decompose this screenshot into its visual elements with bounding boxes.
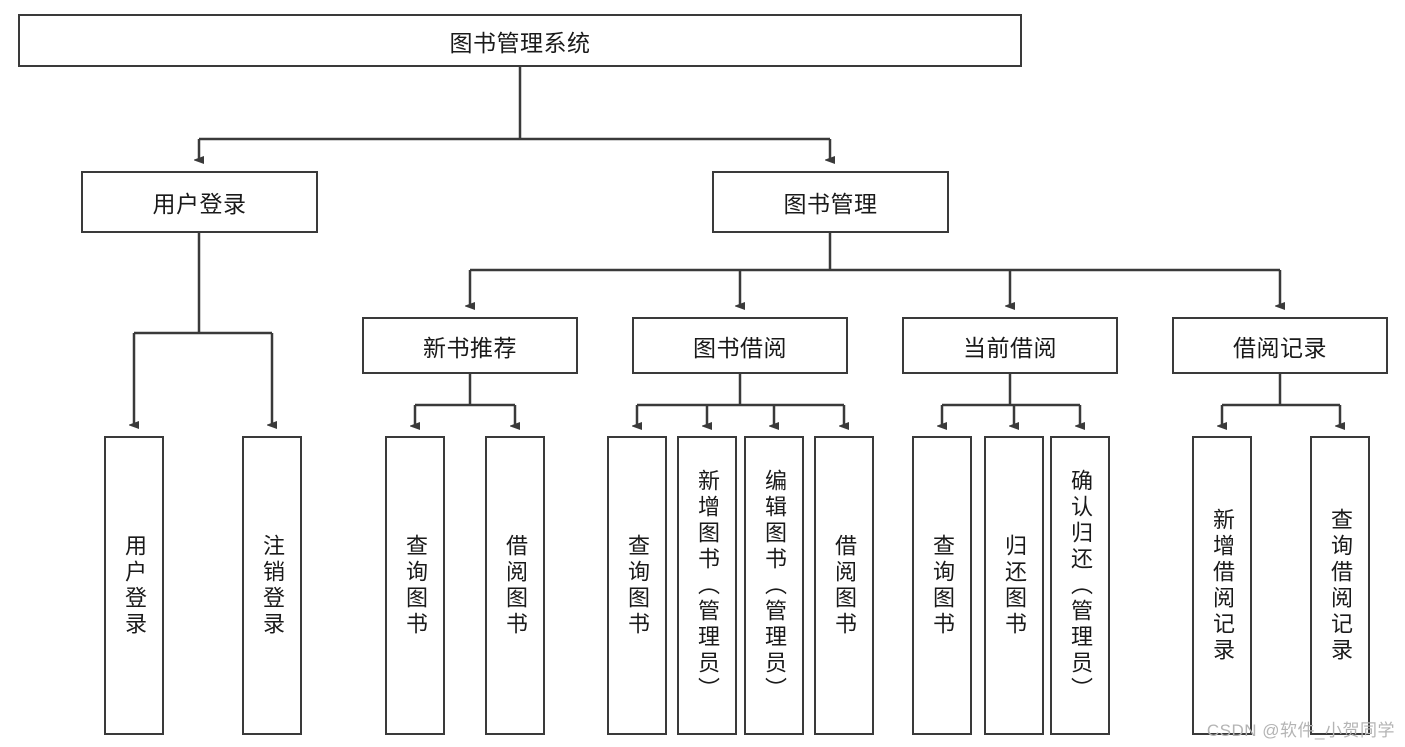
node-current-borrow[interactable]: 当前借阅 bbox=[902, 317, 1118, 374]
node-book-borrow-label: 图书借阅 bbox=[693, 334, 787, 361]
leaf-confirm-return[interactable]: 确认归还（管理员） bbox=[1050, 436, 1110, 735]
leaf-query-book-current-label: 查询图书 bbox=[930, 533, 955, 638]
leaf-logout-label: 注销登录 bbox=[260, 533, 285, 638]
leaf-borrow-book[interactable]: 借阅图书 bbox=[814, 436, 874, 735]
leaf-confirm-return-label: 确认归还（管理员） bbox=[1068, 468, 1093, 703]
node-new-book-recommend-label: 新书推荐 bbox=[423, 334, 517, 361]
node-book-management[interactable]: 图书管理 bbox=[712, 171, 949, 233]
leaf-add-borrow-record-label: 新增借阅记录 bbox=[1210, 507, 1235, 664]
leaf-add-borrow-record[interactable]: 新增借阅记录 bbox=[1192, 436, 1252, 735]
leaf-query-borrow-record-label: 查询借阅记录 bbox=[1328, 507, 1353, 664]
leaf-logout[interactable]: 注销登录 bbox=[242, 436, 302, 735]
leaf-user-login[interactable]: 用户登录 bbox=[104, 436, 164, 735]
leaf-edit-book-label: 编辑图书（管理员） bbox=[762, 468, 787, 703]
leaf-query-book-recommend[interactable]: 查询图书 bbox=[385, 436, 445, 735]
node-current-borrow-label: 当前借阅 bbox=[963, 334, 1057, 361]
leaf-user-login-label: 用户登录 bbox=[122, 533, 147, 638]
node-root-label: 图书管理系统 bbox=[449, 29, 591, 56]
leaf-borrow-book-recommend[interactable]: 借阅图书 bbox=[485, 436, 545, 735]
leaf-borrow-book-label: 借阅图书 bbox=[832, 533, 857, 638]
leaf-edit-book[interactable]: 编辑图书（管理员） bbox=[744, 436, 804, 735]
leaf-add-book[interactable]: 新增图书（管理员） bbox=[677, 436, 737, 735]
watermark-text: CSDN @软件_小贺同学 bbox=[1206, 721, 1395, 740]
node-user-login[interactable]: 用户登录 bbox=[81, 171, 318, 233]
leaf-query-book-borrow[interactable]: 查询图书 bbox=[607, 436, 667, 735]
leaf-return-book-label: 归还图书 bbox=[1002, 533, 1027, 638]
node-user-login-label: 用户登录 bbox=[152, 191, 247, 217]
leaf-query-book-current[interactable]: 查询图书 bbox=[912, 436, 972, 735]
leaf-query-book-borrow-label: 查询图书 bbox=[625, 533, 650, 638]
node-borrow-record-label: 借阅记录 bbox=[1233, 334, 1327, 361]
node-book-borrow[interactable]: 图书借阅 bbox=[632, 317, 848, 374]
leaf-borrow-book-recommend-label: 借阅图书 bbox=[503, 533, 528, 638]
leaf-add-book-label: 新增图书（管理员） bbox=[695, 468, 720, 703]
node-book-management-label: 图书管理 bbox=[783, 191, 878, 217]
node-new-book-recommend[interactable]: 新书推荐 bbox=[362, 317, 578, 374]
leaf-query-book-recommend-label: 查询图书 bbox=[403, 533, 428, 638]
node-root[interactable]: 图书管理系统 bbox=[18, 14, 1022, 67]
leaf-query-borrow-record[interactable]: 查询借阅记录 bbox=[1310, 436, 1370, 735]
node-borrow-record[interactable]: 借阅记录 bbox=[1172, 317, 1388, 374]
leaf-return-book[interactable]: 归还图书 bbox=[984, 436, 1044, 735]
